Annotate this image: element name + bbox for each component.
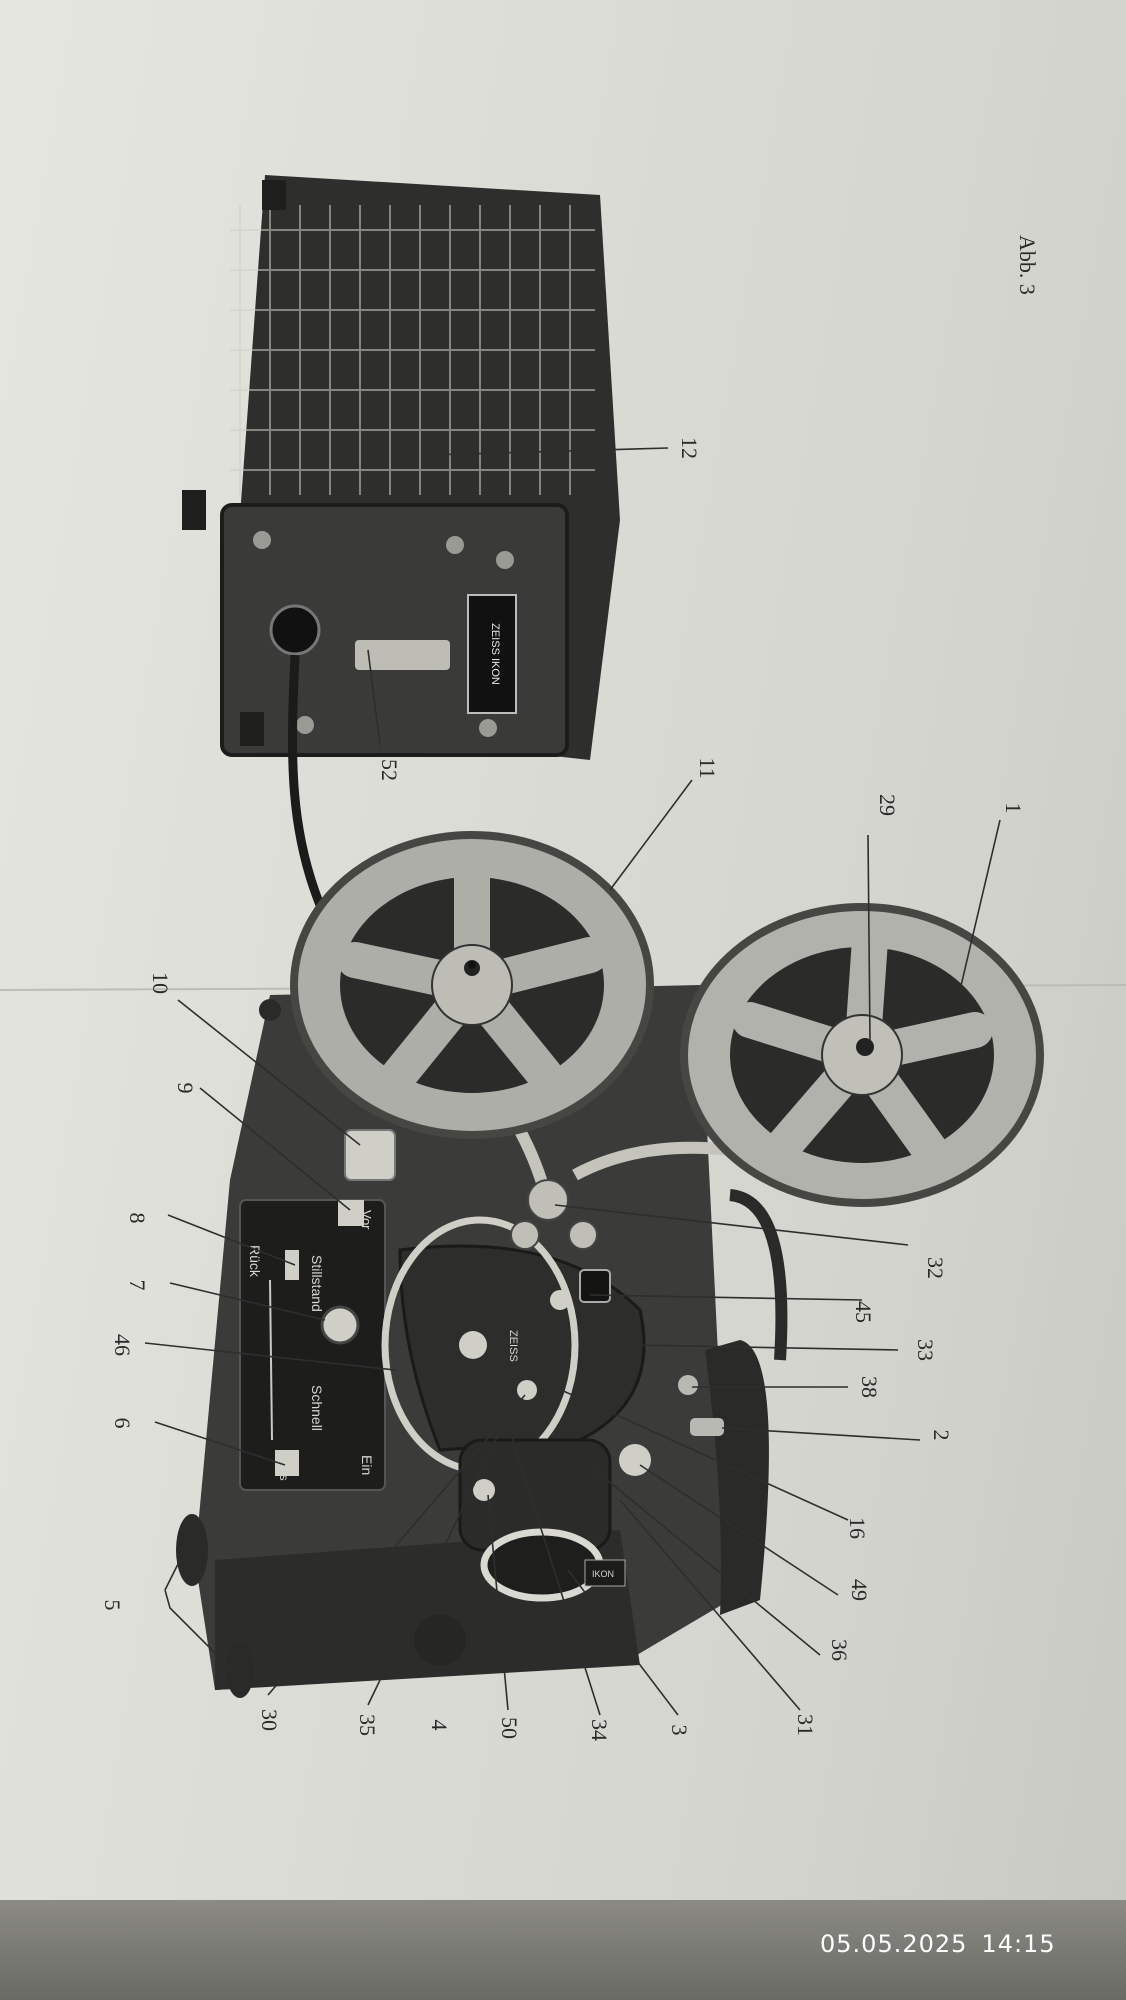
callout-30: 30 — [257, 1709, 282, 1731]
reel-1 — [680, 903, 1044, 1207]
callout-5: 5 — [100, 1600, 125, 1611]
panel-label-rueck: Rück — [247, 1245, 263, 1278]
control-panel — [239, 1199, 386, 1491]
knob-16[interactable] — [459, 1331, 487, 1359]
callout-2: 2 — [929, 1430, 954, 1441]
cable-gland — [269, 604, 321, 656]
callout-4: 4 — [427, 1720, 452, 1731]
callout-32: 32 — [923, 1257, 948, 1279]
knob-50[interactable] — [473, 1479, 495, 1501]
callout-7: 7 — [125, 1280, 150, 1291]
figure-caption: Abb. 3 — [1015, 235, 1040, 295]
callout-49: 49 — [847, 1579, 872, 1601]
callout-38: 38 — [857, 1376, 882, 1398]
callout-8: 8 — [125, 1213, 150, 1224]
nameplate-text: ZEISS IKON — [489, 623, 501, 685]
callout-6: 6 — [110, 1418, 135, 1429]
callout-35: 35 — [355, 1714, 380, 1736]
badge-45 — [579, 1269, 611, 1303]
callout-50: 50 — [497, 1717, 522, 1739]
knob-45[interactable] — [550, 1290, 570, 1310]
screw-icon — [296, 716, 314, 734]
lens-brand-text: IKON — [592, 1569, 614, 1579]
head-brand-text: ZEISS — [507, 1330, 519, 1362]
panel-label-ein: Ein — [359, 1455, 375, 1475]
panel-label-stillstand: Stillstand — [309, 1255, 325, 1312]
callout-3: 3 — [667, 1725, 692, 1736]
roller-icon — [510, 1220, 540, 1250]
knob-38[interactable] — [678, 1375, 698, 1395]
knob-30[interactable] — [517, 1380, 537, 1400]
callout-9: 9 — [173, 1083, 198, 1094]
callout-12: 12 — [677, 437, 702, 459]
lever-2[interactable] — [690, 1418, 724, 1436]
lens-brand-plate — [584, 1559, 626, 1587]
floor-background — [0, 1900, 1126, 2000]
callout-11: 11 — [695, 757, 720, 778]
callout-1: 1 — [1001, 803, 1026, 814]
callout-46: 46 — [110, 1334, 135, 1356]
reel-11 — [290, 831, 654, 1139]
spindle-knob[interactable] — [259, 999, 281, 1021]
callout-34: 34 — [587, 1719, 612, 1741]
screw-icon — [496, 551, 514, 569]
transformer-cage — [230, 205, 595, 495]
callout-31: 31 — [793, 1714, 818, 1736]
power-cable — [288, 654, 325, 907]
gauge-10 — [344, 1129, 396, 1181]
callout-33: 33 — [913, 1339, 938, 1361]
callout-10: 10 — [148, 972, 173, 994]
callout-36: 36 — [827, 1639, 852, 1661]
screw-icon — [253, 531, 271, 549]
callout-29: 29 — [875, 794, 900, 816]
callout-16: 16 — [845, 1517, 870, 1539]
callout-labels: 12 52 11 29 1 10 9 8 7 46 6 5 30 35 4 50… — [100, 437, 1026, 1741]
fuse-holder — [355, 640, 450, 670]
knob-49[interactable] — [619, 1444, 651, 1476]
screw-icon — [479, 719, 497, 737]
roller-icon — [568, 1220, 598, 1250]
switch-8[interactable] — [285, 1250, 299, 1280]
adjust-knob-5b[interactable] — [226, 1642, 254, 1698]
carrying-handle — [729, 1189, 788, 1361]
callout-lines — [144, 447, 1001, 1716]
photo-timestamp: 05.05.2025 14:15 — [820, 1930, 1070, 1958]
timestamp-time: 14:15 — [981, 1930, 1056, 1958]
timestamp-date: 05.05.2025 — [820, 1930, 968, 1958]
panel-label-schnell: Schnell — [309, 1385, 325, 1431]
handle — [705, 1340, 769, 1615]
transformer: ZEISS IKON — [182, 175, 620, 907]
nameplate — [467, 594, 517, 714]
callout-45: 45 — [851, 1301, 876, 1323]
callout-52: 52 — [377, 759, 402, 781]
adjust-knob-5a[interactable] — [176, 1514, 208, 1586]
socket-4 — [414, 1614, 466, 1666]
screw-icon — [446, 536, 464, 554]
speed-knob-7[interactable] — [320, 1305, 360, 1345]
sprocket-32 — [527, 1179, 569, 1221]
